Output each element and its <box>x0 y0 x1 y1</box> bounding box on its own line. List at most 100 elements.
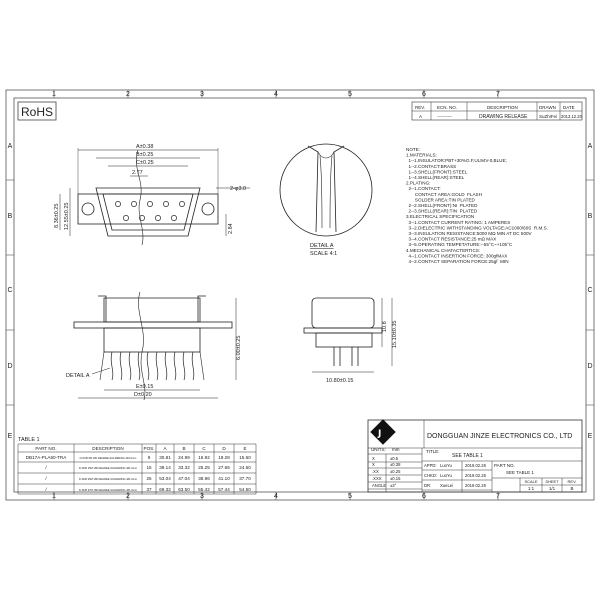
grid-col-bottom-2: 2 <box>126 493 130 500</box>
grid-row-left-D: D <box>7 363 12 370</box>
sign-date: 2019.02.26 <box>465 463 487 468</box>
scale-header: REV. <box>568 479 577 484</box>
dim-600: 6.00±0.25 <box>236 336 242 360</box>
note-line: 2--2.SHELL(FRONT):NI PLATED <box>406 203 478 208</box>
detail-scale: SCALE 4:1 <box>310 251 337 257</box>
grid-row-right-C: C <box>587 287 592 294</box>
sign-name: XueLei <box>440 483 453 488</box>
right-view <box>303 297 393 373</box>
scale-value: B <box>570 486 573 491</box>
rev-header-date: DATE <box>563 105 575 110</box>
table1-cell: 53.04 <box>159 476 171 481</box>
grid-row-left-E: E <box>8 433 13 440</box>
table1-header: C <box>202 446 206 451</box>
grid-col-top-3: 3 <box>200 91 204 98</box>
grid-col-bottom-5: 5 <box>348 493 352 500</box>
units-value: mm <box>392 447 400 452</box>
dim-e: E±0.15 <box>136 384 153 390</box>
dim-c: C±0.25 <box>136 160 154 166</box>
rev-header-ecn: ECN. NO. <box>437 105 457 110</box>
notes-block: NOTE:1.MATERIALS: 1--1.INSULATOR:PBT+30%… <box>406 147 548 264</box>
dim-836: 8.36±0.25 <box>54 204 60 228</box>
table1-cell: 33.32 <box>178 465 190 470</box>
company-name: DONGGUAN JINZE ELECTRONICS CO., LTD <box>427 433 572 440</box>
scale-value: 1:1 <box>528 486 535 491</box>
grid-col-top-1: 1 <box>52 91 56 98</box>
rohs-box <box>17 101 57 121</box>
dim-277: 2.77 <box>132 170 143 176</box>
scale-header: SCALE <box>524 479 537 484</box>
outer-frame <box>5 89 595 501</box>
table1-cell: / <box>45 487 47 492</box>
side-rib <box>146 351 150 381</box>
logo-mark: J <box>377 429 381 439</box>
part-no-label: PART NO. <box>494 463 515 468</box>
table1-cell: 16.92 <box>198 455 210 460</box>
note-line: 3--4.CONTACT RESISTANCE:25 mΩ MAX <box>406 237 496 242</box>
sign-role: APPD: <box>424 463 437 468</box>
side-detail-label: DETAIL A <box>66 373 90 379</box>
table1-cell: 25.25 <box>198 465 210 470</box>
note-line: 3--3.INSULATION RESISTANCE:5000 MΩ MIN A… <box>406 231 533 236</box>
side-view <box>73 291 237 401</box>
front-pin-6 <box>123 215 129 221</box>
rev-value-drawn: SuZhiFei <box>539 114 557 119</box>
part-no-value: SEE TABLE 1 <box>506 470 534 475</box>
tol-value: ±0.38 <box>390 462 401 467</box>
tol-key: X <box>372 462 375 467</box>
note-line: 2.PLATING: <box>406 181 430 186</box>
scale-header: SHEET <box>545 479 559 484</box>
table1-cell: 38.96 <box>198 476 210 481</box>
table1-cell: 19.28 <box>218 455 230 460</box>
table1-cell: 24.60 <box>239 465 251 470</box>
grid-row-right-A: A <box>588 143 593 150</box>
table1-cell: 37.70 <box>239 476 251 481</box>
rohs-label: RoHS <box>21 105 53 119</box>
table1-header: PART NO. <box>35 446 56 451</box>
front-hole-left <box>81 202 95 216</box>
note-line: 2--1.CONTACT: <box>406 186 441 191</box>
table1-header: POS. <box>144 446 155 451</box>
table1-cell: 57.44 <box>218 487 230 492</box>
note-line: 3--2.DIELECTRIC WITHSTANDING VOLTAGE:AC1… <box>406 225 548 230</box>
front-pin-2 <box>131 201 137 207</box>
table1-header: E <box>243 446 246 451</box>
table1-header: DESCRIPTION <box>92 446 123 451</box>
table1-cell: 15 <box>146 465 152 470</box>
grid-col-top-4: 4 <box>274 91 278 98</box>
grid-col-top-5: 5 <box>348 91 352 98</box>
table1-cell: 54.50 <box>239 487 251 492</box>
sign-name: LuoYu <box>440 473 453 478</box>
title-label: TITLE: <box>426 449 440 454</box>
side-rib <box>173 351 177 381</box>
side-rib <box>110 351 114 381</box>
detail-a-view <box>279 143 373 237</box>
scale-value: 1/1 <box>549 486 556 491</box>
inner-frame <box>13 97 587 493</box>
grid-col-bottom-1: 1 <box>52 493 56 500</box>
grid-row-right-B: B <box>588 213 593 220</box>
sign-date: 2019.02.26 <box>465 483 487 488</box>
note-line: 2--3.SHELL(REAR):TIN PLATED <box>406 209 478 214</box>
table1-caption: TABLE 1 <box>18 437 40 443</box>
front-pin-4 <box>163 201 169 207</box>
dim-284: 2.84 <box>228 223 234 234</box>
tol-value: ±3° <box>390 483 397 488</box>
grid-row-left-B: B <box>8 213 13 220</box>
front-shell-outer <box>95 187 201 237</box>
grid-row-left-C: C <box>7 287 12 294</box>
table1-cell: D-SUB 15M 180 DEGREE,SOLDERING 4#1.0mm <box>79 466 137 470</box>
table1-cell: D-SUB 25M 180 DEGREE,SOLDERING 4#1.0mm <box>79 477 137 481</box>
side-rib <box>182 351 186 381</box>
side-rib <box>137 351 141 381</box>
rev-value-desc: DRAWING RELEASE <box>479 114 528 120</box>
grid-row-left-A: A <box>8 143 13 150</box>
front-pin-3 <box>147 201 153 207</box>
note-line: 1--4.SHELL(REAR):STEEL <box>406 175 465 180</box>
grid-col-bottom-7: 7 <box>496 493 500 500</box>
dim-d: D±0.20 <box>134 392 152 398</box>
table1-cell: 47.04 <box>178 476 190 481</box>
side-rib <box>155 351 159 381</box>
note-line: 3--5.OPERATING TEMPETATURE:--55°C~+105°C <box>406 242 513 247</box>
